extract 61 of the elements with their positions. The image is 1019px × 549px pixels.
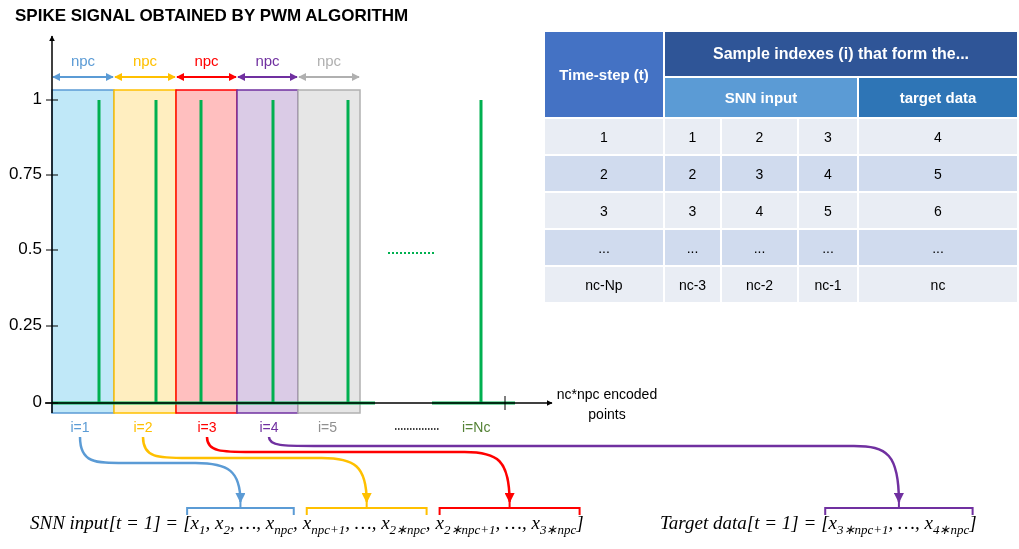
brace-bracket xyxy=(824,501,974,516)
table-cell: 6 xyxy=(859,193,1017,228)
axis-tick-label: 1 xyxy=(31,89,42,109)
curved-arrow xyxy=(267,436,904,503)
axis-tick-label: 0 xyxy=(31,392,42,412)
table-cell: 1 xyxy=(545,119,663,154)
table-cell: ... xyxy=(665,230,720,265)
table-cell: ... xyxy=(859,230,1017,265)
curved-arrow xyxy=(78,436,246,503)
table-header: target data xyxy=(859,78,1017,117)
table-cell: ... xyxy=(722,230,797,265)
brace-bracket xyxy=(438,501,581,516)
brace-bracket xyxy=(305,501,428,516)
table-cell: nc-2 xyxy=(722,267,797,302)
table-cell: 3 xyxy=(799,119,857,154)
table-cell: nc xyxy=(859,267,1017,302)
table-cell: 4 xyxy=(722,193,797,228)
table-header: Sample indexes (i) that form the... xyxy=(665,32,1017,76)
table-cell: 5 xyxy=(859,156,1017,191)
equation-label: SNN input[t = 1] = xyxy=(30,512,179,534)
table-cell: 3 xyxy=(545,193,663,228)
chart-title: SPIKE SIGNAL OBTAINED BY PWM ALGORITHM xyxy=(15,6,409,26)
equation-term: x$_{2∗npc+1}$, …, x$_{3∗npc}$] xyxy=(435,512,584,538)
table-cell: 1 xyxy=(665,119,720,154)
equation-term: [x$_{3∗npc+1}$, …, x$_{4∗npc}$] xyxy=(821,512,977,538)
interval-label: npc xyxy=(193,52,220,69)
table-header: SNN input xyxy=(665,78,857,117)
table-cell: nc-1 xyxy=(799,267,857,302)
table-cell: 3 xyxy=(665,193,720,228)
index-label: i=Nc xyxy=(462,419,491,435)
axis-tick-label: 0.5 xyxy=(17,239,42,259)
table-cell: 3 xyxy=(722,156,797,191)
table-cell: nc-Np xyxy=(545,267,663,302)
table-cell: 4 xyxy=(859,119,1017,154)
interval-label: npc xyxy=(69,52,97,69)
table-cell: ... xyxy=(545,230,663,265)
axis-title: nc*npc encoded points xyxy=(555,385,659,424)
index-label: i=4 xyxy=(249,419,289,435)
brace-bracket xyxy=(186,501,295,516)
table-cell: 5 xyxy=(799,193,857,228)
curved-arrow xyxy=(205,436,515,503)
table-cell: 4 xyxy=(799,156,857,191)
table-cell: ... xyxy=(799,230,857,265)
index-label: i=2 xyxy=(123,419,163,435)
table-cell: nc-3 xyxy=(665,267,720,302)
equation-term: [x$_{1}$, x$_{2}$, …, x$_{npc}$, xyxy=(183,512,298,538)
index-label: i=1 xyxy=(60,419,100,435)
equation-term: x$_{npc+1}$, …, x$_{2∗npc}$, xyxy=(302,512,431,538)
interval-label: npc xyxy=(315,52,343,69)
axis-tick-label: 0.25 xyxy=(7,315,42,335)
curved-arrow xyxy=(141,436,372,503)
equation-label: Target data[t = 1] = xyxy=(660,512,817,534)
index-label: i=5 xyxy=(318,419,338,435)
table-cell: 2 xyxy=(665,156,720,191)
interval-label: npc xyxy=(254,52,281,69)
table-cell: 2 xyxy=(722,119,797,154)
index-label: i=3 xyxy=(187,419,227,435)
table-header: Time-step (t) xyxy=(545,32,663,117)
table-cell: 2 xyxy=(545,156,663,191)
interval-label: npc xyxy=(131,52,159,69)
axis-tick-label: 0.75 xyxy=(7,164,42,184)
